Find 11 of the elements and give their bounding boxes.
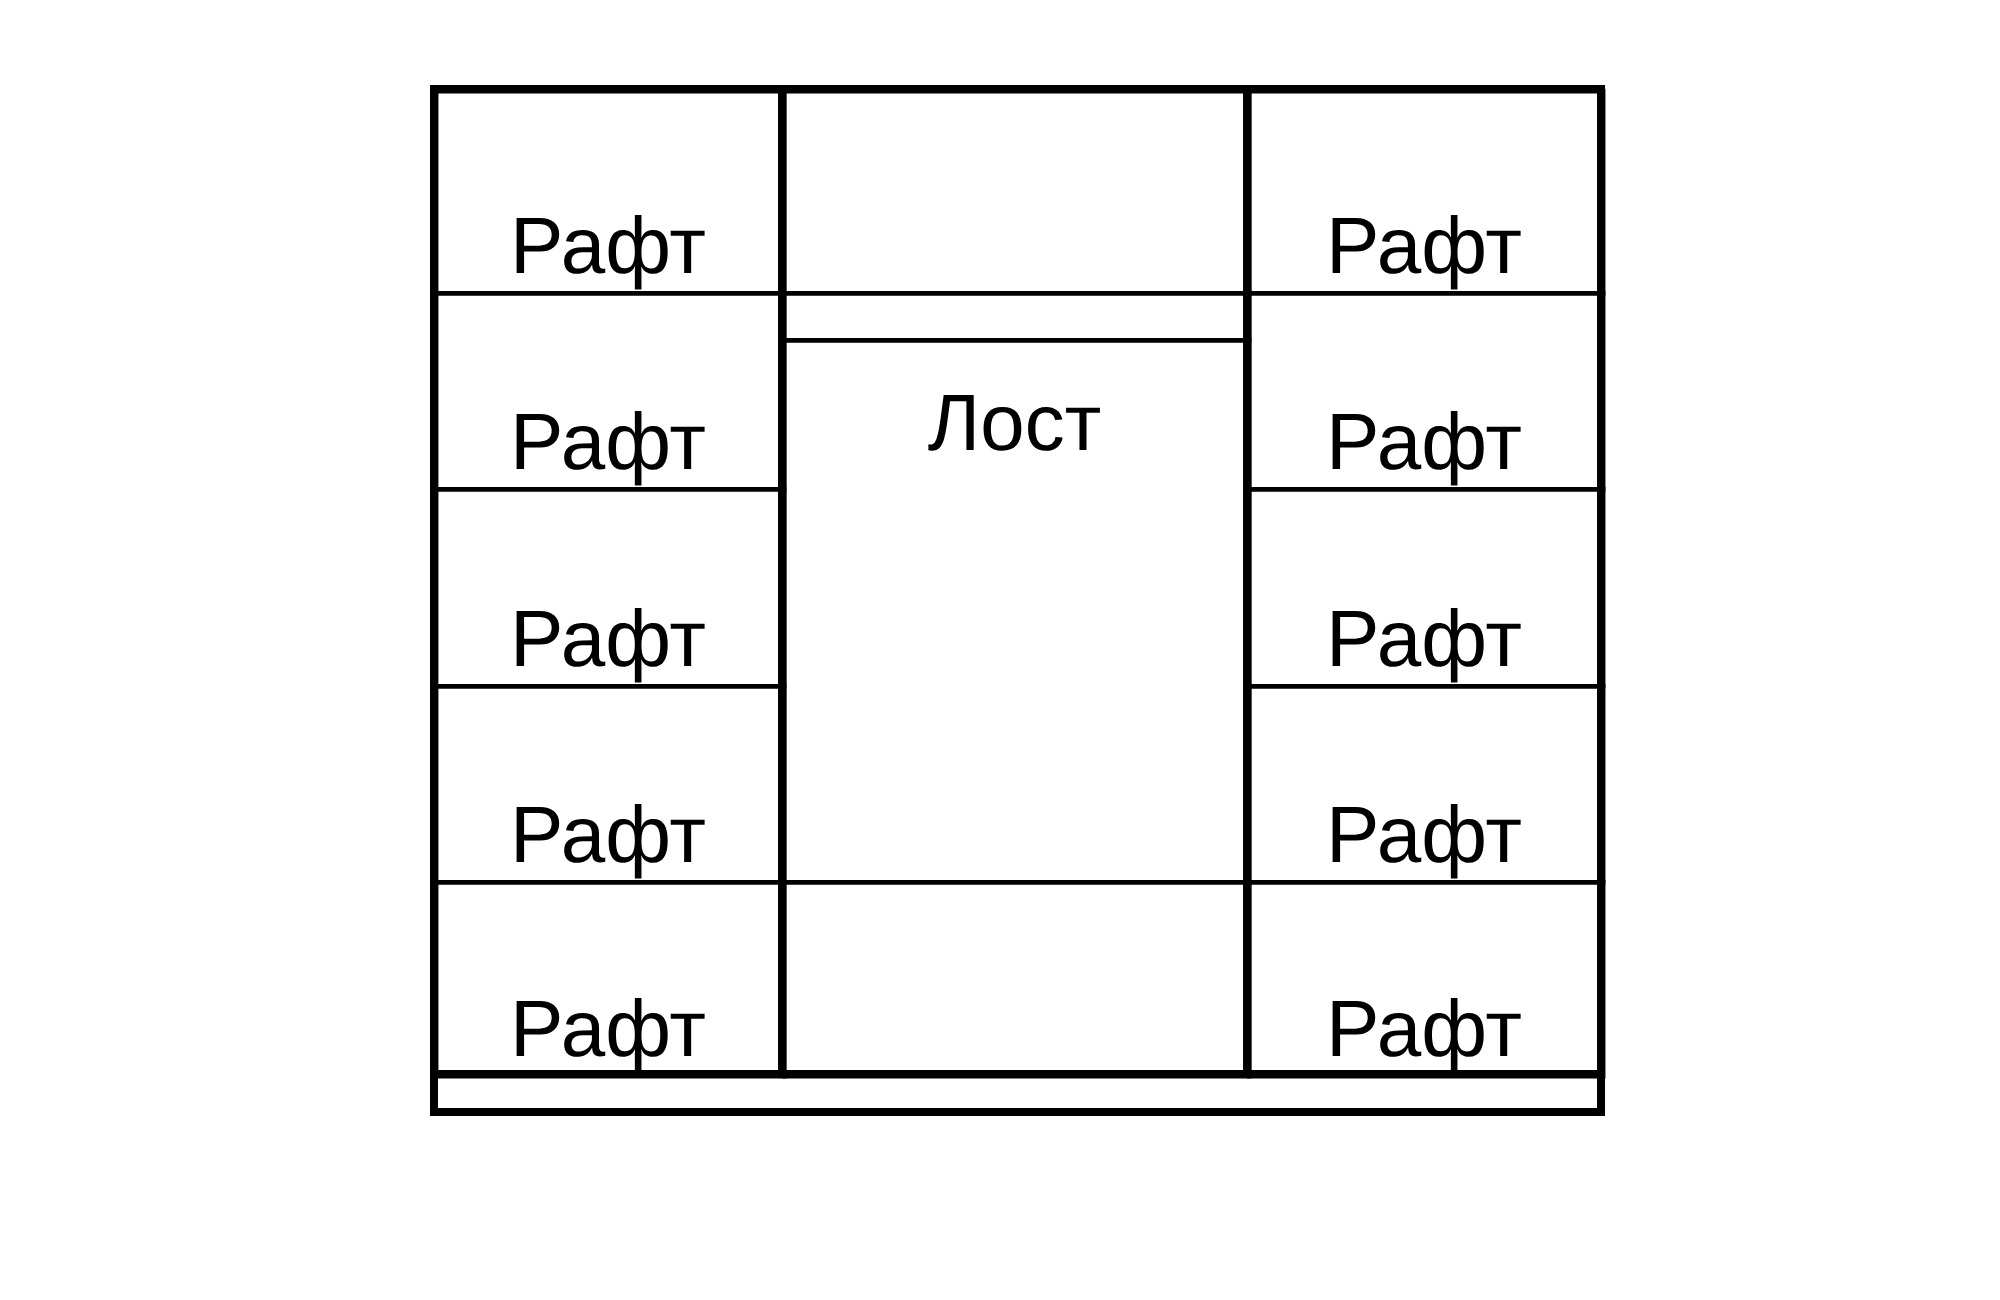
shelf-cell: Рафт xyxy=(1247,487,1606,689)
shelf-cell: Рафт xyxy=(434,487,787,689)
shelf-cell: Рафт xyxy=(1247,291,1606,492)
shelf-cell: Рафт xyxy=(1247,880,1606,1079)
node-label: Рафт xyxy=(1332,215,1521,290)
shelf-cell: Рафт xyxy=(1247,684,1606,885)
node-label: Рафт xyxy=(516,215,705,290)
hanging-compartment: Лост xyxy=(782,338,1252,885)
shelf-cell: Рафт xyxy=(434,684,787,885)
shelf-cell: Рафт xyxy=(434,291,787,492)
shelf-cell: Рафт xyxy=(434,880,787,1079)
